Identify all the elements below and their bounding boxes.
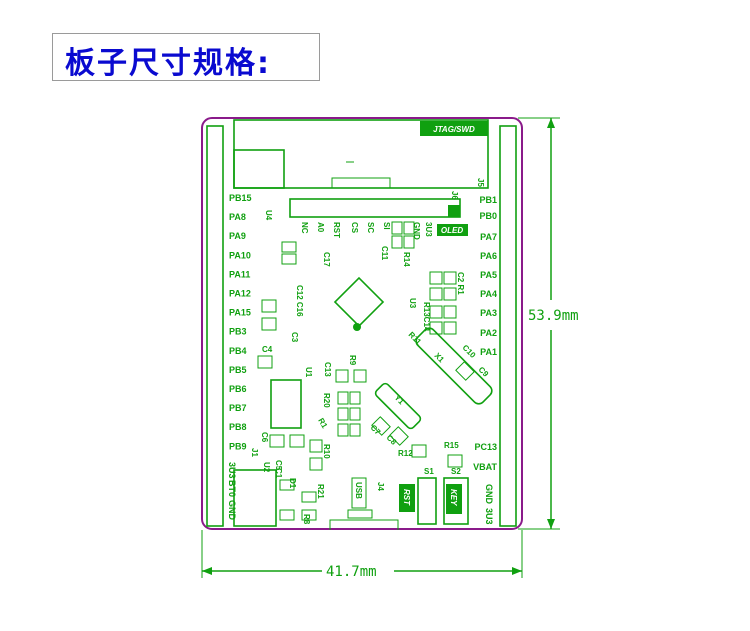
right-pin-label: PA5 <box>480 270 497 280</box>
left-pin-label: PB9 <box>229 441 247 451</box>
left-pin-label: PB4 <box>229 346 247 356</box>
svg-text:J6: J6 <box>450 191 459 200</box>
left-pin-label: PA10 <box>229 250 251 260</box>
left-pin-label: PA8 <box>229 212 246 222</box>
svg-text:J1: J1 <box>250 448 259 457</box>
right-pin-label: PB0 <box>479 211 497 221</box>
width-dimension: 41.7mm <box>201 530 523 580</box>
height-value: 53.9mm <box>528 308 579 324</box>
svg-text:C4: C4 <box>262 345 273 354</box>
right-pin-label: PB1 <box>479 195 497 205</box>
svg-text:C2 R1: C2 R1 <box>456 272 465 295</box>
right-pin-label: VBAT <box>473 462 497 472</box>
j5-label: J5 <box>476 178 485 187</box>
svg-text:R12: R12 <box>398 449 413 458</box>
left-pin-label: PB3 <box>229 327 247 337</box>
right-pin-label: PA1 <box>480 347 497 357</box>
svg-text:R9: R9 <box>348 355 357 366</box>
key-label: KEY <box>449 489 458 506</box>
mcu-chip <box>333 276 385 328</box>
right-pin-label: PA2 <box>480 328 497 338</box>
svg-text:R13C14: R13C14 <box>422 302 431 332</box>
jtag-label-box <box>420 121 488 136</box>
jtag-notch <box>331 177 391 189</box>
power-block <box>233 469 277 527</box>
right-pin-label: PA3 <box>480 308 497 318</box>
left-pin-label: PA11 <box>229 269 250 279</box>
svg-text:R21: R21 <box>316 484 325 499</box>
svg-text:J4: J4 <box>376 482 385 491</box>
oled-label-box <box>437 224 468 236</box>
right-pin-label: PC13 <box>474 442 497 452</box>
rst-button <box>399 484 415 512</box>
oled-pin-label: SI <box>382 222 391 230</box>
right-header <box>499 125 517 527</box>
svg-text:R15: R15 <box>444 441 459 450</box>
svg-text:U2: U2 <box>262 462 271 473</box>
crystal-x1 <box>415 327 493 405</box>
crystal-y1 <box>374 382 422 430</box>
oled-pin-label: GND <box>412 222 421 240</box>
right-pin-label: PA7 <box>480 232 497 242</box>
left-bottom-pin-label: GND <box>227 500 237 521</box>
svg-text:R8: R8 <box>302 514 311 525</box>
jtag-label: JTAG/SWD <box>433 125 475 134</box>
left-pin-label: PB15 <box>229 193 252 203</box>
key-button <box>446 484 462 514</box>
svg-text:C1: C1 <box>274 468 283 479</box>
right-pin-label: PA6 <box>480 251 497 261</box>
svg-text:S2: S2 <box>451 467 461 476</box>
svg-text:C12 C16: C12 C16 <box>295 285 304 317</box>
right-bottom-pin-labels: GND 3U3 <box>484 484 494 525</box>
svg-text:R14: R14 <box>402 252 411 267</box>
oled-pin-label: RST <box>332 222 341 238</box>
right-bottom-pin-label: GND <box>484 484 494 505</box>
left-pin-label: PB5 <box>229 365 247 375</box>
svg-text:R20: R20 <box>322 393 331 408</box>
oled-pin-label: A0 <box>316 222 325 233</box>
svg-text:U3: U3 <box>408 298 417 309</box>
left-header <box>206 125 224 527</box>
right-pin-label: PA4 <box>480 289 497 299</box>
svg-text:C3: C3 <box>290 332 299 343</box>
left-pin-label: PB7 <box>229 403 247 413</box>
jtag-tab <box>233 149 285 189</box>
left-pin-label: PA12 <box>229 289 251 299</box>
left-pin-label: PA9 <box>229 231 246 241</box>
left-pin-label: PB6 <box>229 384 247 394</box>
oled-pin-label: 3U3 <box>424 222 433 237</box>
left-bottom-pin-label: 3U3 <box>227 462 237 479</box>
oled-pin-label: NC <box>300 222 309 234</box>
svg-text:C13: C13 <box>323 362 332 377</box>
left-pin-label: PB8 <box>229 422 247 432</box>
height-dimension: 53.9mm <box>518 117 579 530</box>
regulator-u1 <box>270 379 302 429</box>
oled-pin-label: CS <box>350 222 359 234</box>
left-pin-label: PA15 <box>229 308 251 318</box>
width-value: 41.7mm <box>326 564 377 580</box>
right-bottom-pin-label: 3U3 <box>484 508 494 525</box>
oled-label: OLED <box>441 226 463 235</box>
svg-text:U4: U4 <box>264 210 273 221</box>
rst-label: RST <box>402 489 411 506</box>
page-title: 板子尺寸规格: <box>65 46 271 81</box>
left-pin-labels: PB15PA8PA9PA10PA11PA12PA15PB3PB4PB5PB6PB… <box>229 193 252 451</box>
oled-pin-label: SC <box>366 222 375 233</box>
svg-text:D1: D1 <box>288 478 297 489</box>
svg-text:C5: C5 <box>274 460 283 471</box>
title-box: 板子尺寸规格: <box>52 33 320 81</box>
svg-text:S1: S1 <box>424 467 434 476</box>
usb-label: USB <box>354 482 363 499</box>
svg-text:C17: C17 <box>322 252 331 267</box>
svg-text:C11: C11 <box>380 246 389 261</box>
svg-text:C6: C6 <box>260 432 269 443</box>
left-bottom-pin-label: BT0 <box>227 480 237 497</box>
svg-text:U1: U1 <box>304 367 313 378</box>
svg-text:R10: R10 <box>322 444 331 459</box>
